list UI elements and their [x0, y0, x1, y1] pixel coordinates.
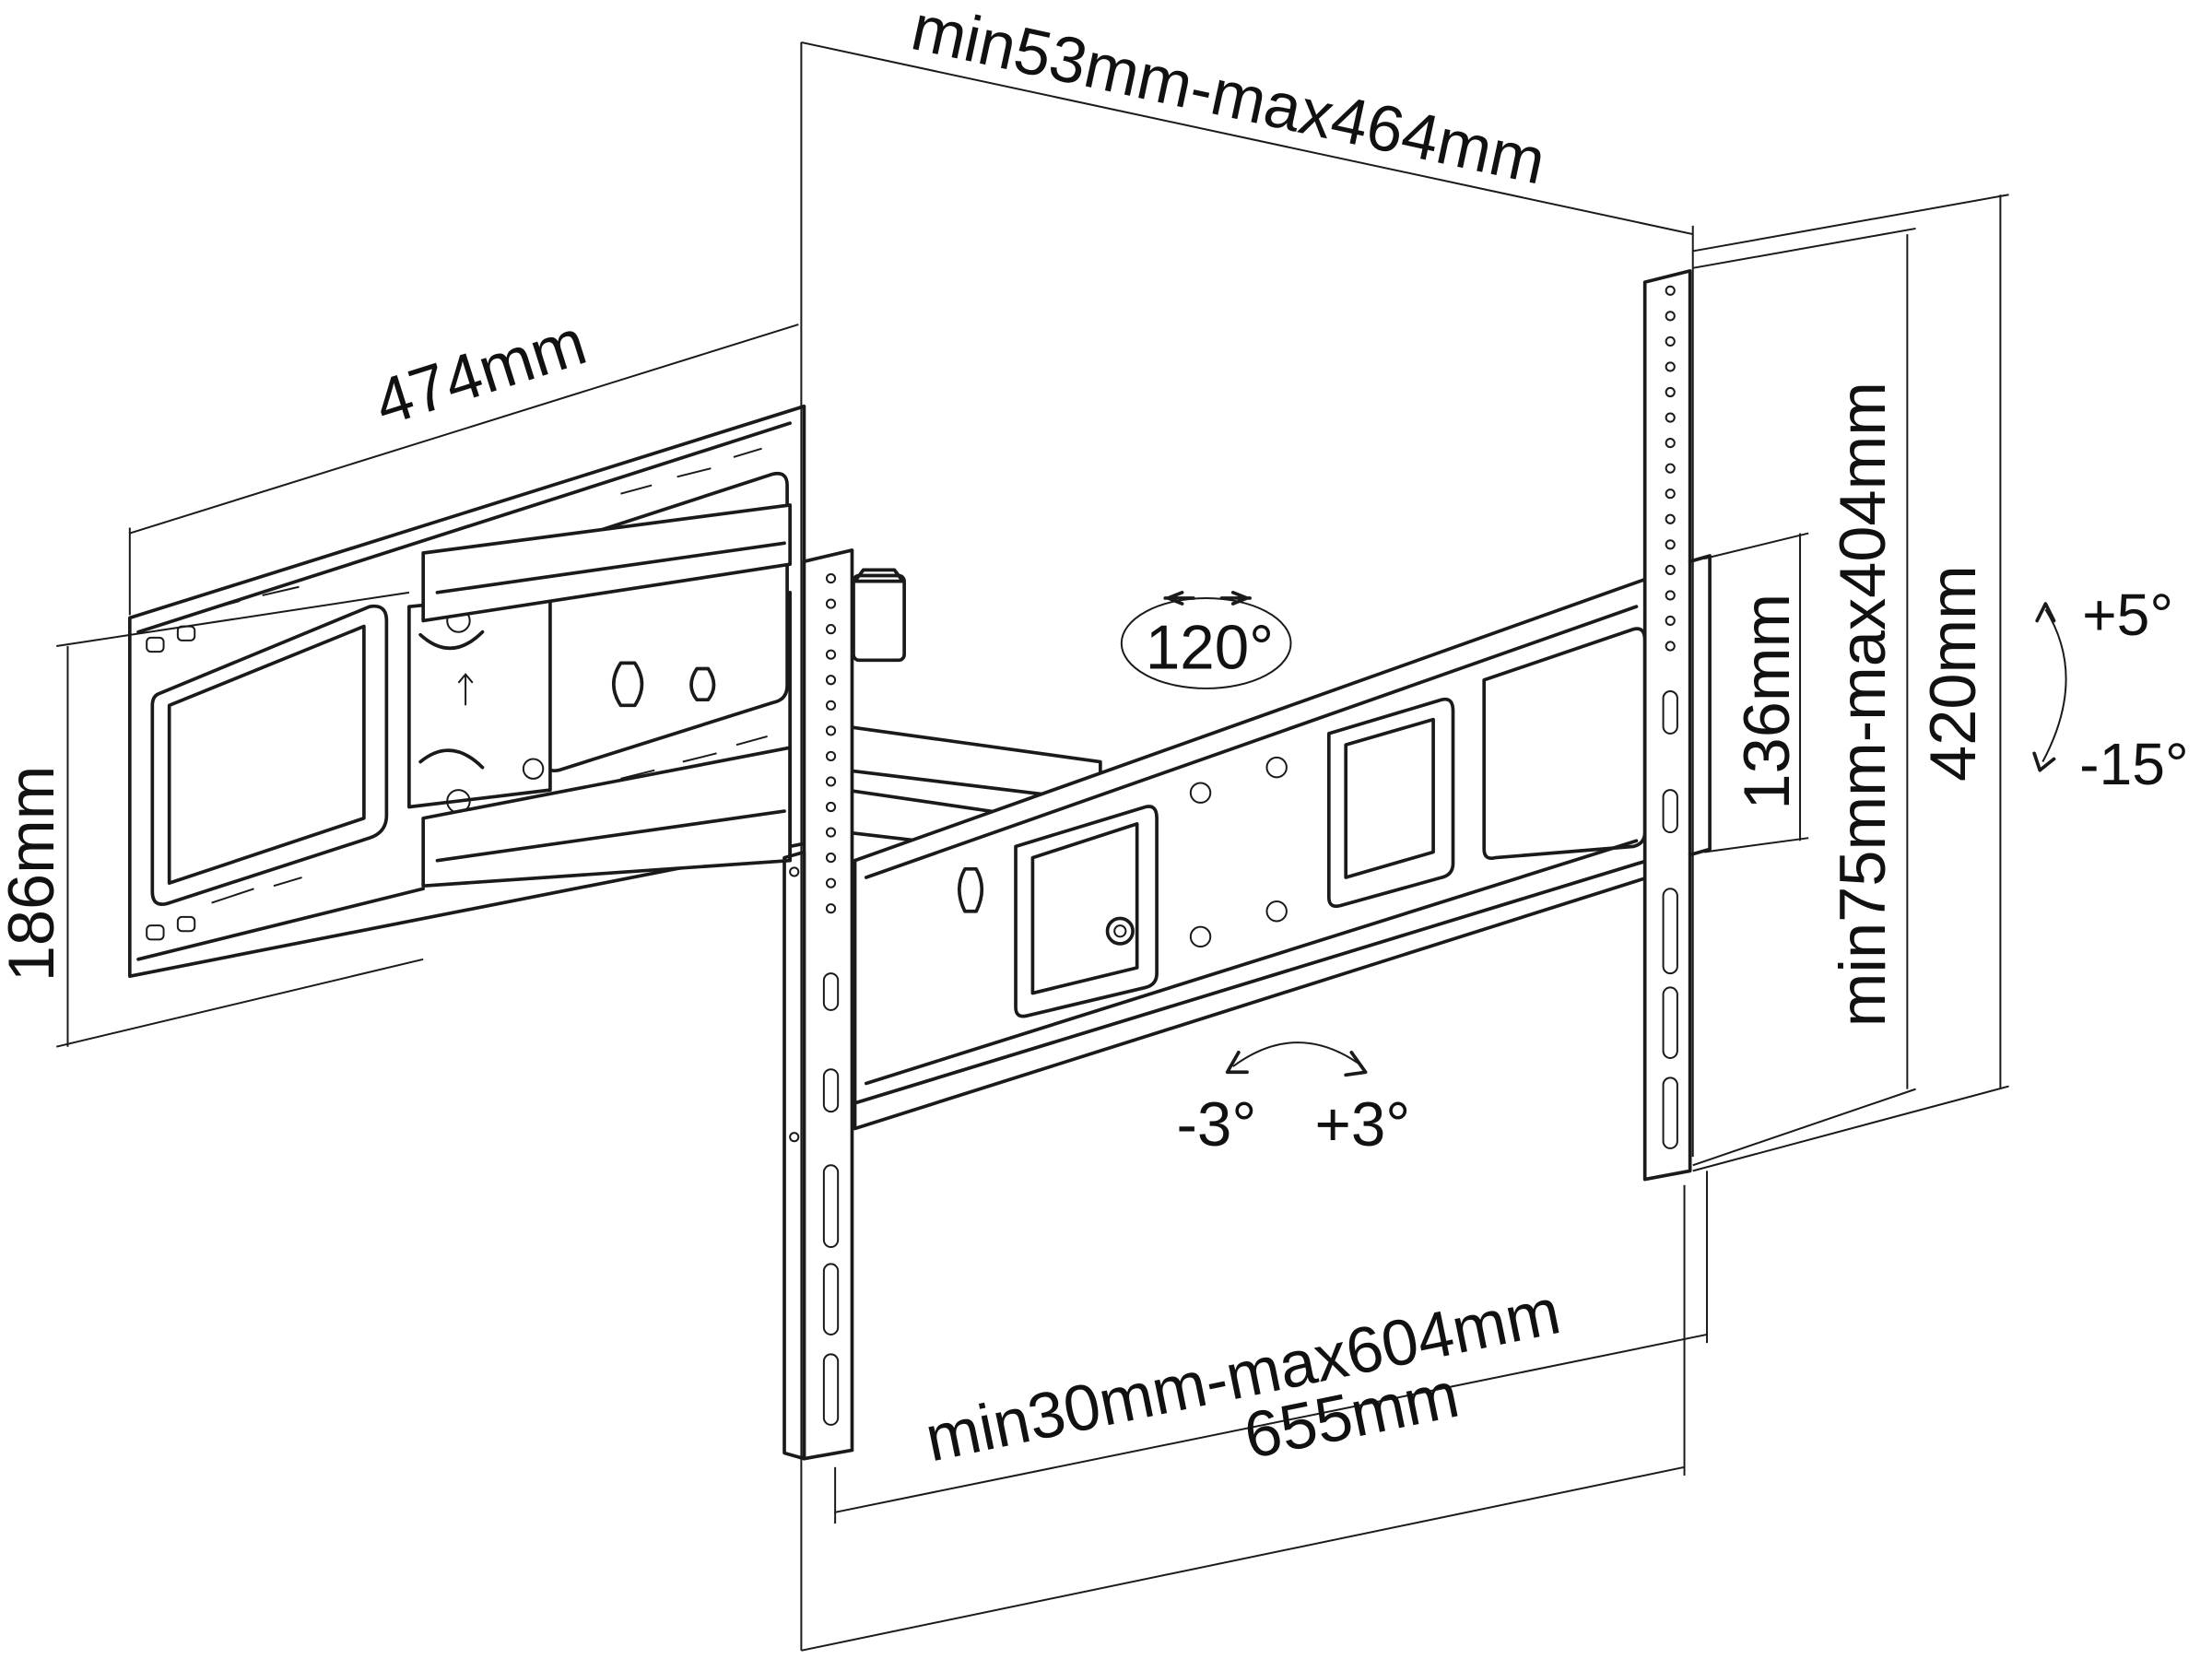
rail-spacing-label: 136mm	[1730, 594, 1803, 810]
vesa-horizontal-label: min30mm-max604mm	[919, 1274, 1566, 1475]
rotate-left-label: -3°	[1177, 1090, 1257, 1159]
right-vertical-rail	[1642, 269, 1712, 1182]
wall-plate-slots	[146, 447, 768, 941]
bracket-height-label: 420mm	[1916, 565, 1989, 782]
wall-plate-height-label: 186mm	[0, 766, 67, 982]
tilt-up-label: +5°	[2082, 582, 2173, 648]
dimension-lines	[55, 41, 2009, 1652]
top-depth-label: min53mm-max464mm	[906, 0, 1552, 198]
rotate-right-label: +3°	[1315, 1090, 1411, 1159]
left-vertical-rail	[782, 548, 854, 1461]
hinge-bracket	[407, 591, 552, 814]
tilt-down-label: -15°	[2079, 731, 2189, 797]
vesa-vertical-label: min75mm-max404mm	[1826, 382, 1899, 1027]
swivel-angle-label: 120°	[1146, 614, 1274, 683]
tilt-indicator	[2032, 602, 2067, 772]
swivel-indicator	[1120, 591, 1292, 689]
rotation-indicator	[1225, 1041, 1368, 1077]
arm-length-label: 474mm	[366, 305, 594, 440]
